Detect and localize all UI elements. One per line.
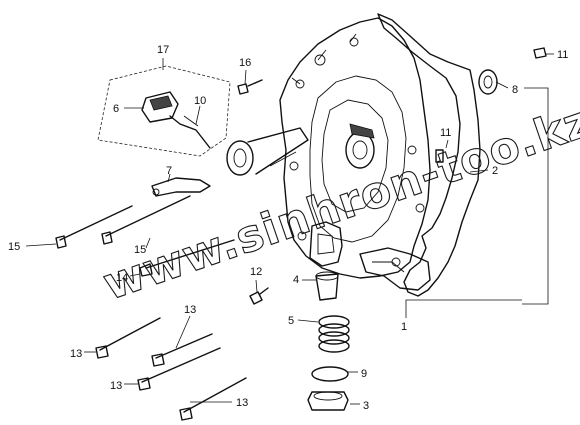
callout-13-a: 13 bbox=[70, 348, 82, 360]
dowel-pin-11 bbox=[435, 149, 444, 163]
callout-2: 2 bbox=[492, 165, 498, 177]
callout-15-b: 15 bbox=[134, 244, 146, 256]
callout-16: 16 bbox=[239, 57, 251, 69]
callout-17: 17 bbox=[157, 44, 169, 56]
oil-seal-tube bbox=[226, 127, 309, 176]
oil-seal-8 bbox=[478, 69, 498, 95]
clamp-7 bbox=[151, 173, 211, 197]
bolts-13 bbox=[84, 315, 247, 421]
leader-lines bbox=[405, 53, 554, 318]
callout-15-a: 15 bbox=[8, 241, 20, 253]
callout-labels: 1 2 3 4 5 6 7 8 9 10 11 11 12 13 13 13 1… bbox=[8, 44, 568, 412]
dipstick-assembly bbox=[97, 58, 231, 157]
bolt-11 bbox=[533, 47, 547, 59]
filter-stack bbox=[297, 271, 360, 411]
callout-12: 12 bbox=[250, 266, 262, 278]
callout-4: 4 bbox=[293, 274, 299, 286]
callout-7: 7 bbox=[166, 165, 172, 177]
callout-11-center: 11 bbox=[440, 127, 451, 139]
long-bolts-15-14 bbox=[25, 195, 235, 277]
callout-9: 9 bbox=[361, 368, 367, 380]
callout-6: 6 bbox=[113, 103, 119, 115]
callout-8: 8 bbox=[512, 84, 518, 96]
callout-13-d: 13 bbox=[236, 397, 248, 409]
callout-13-c: 13 bbox=[110, 380, 122, 392]
callout-1: 1 bbox=[401, 321, 407, 333]
callout-11-top: 11 bbox=[557, 49, 568, 61]
callout-14: 14 bbox=[116, 272, 128, 284]
callout-13-b: 13 bbox=[184, 304, 196, 316]
callout-5: 5 bbox=[288, 315, 294, 327]
callout-3: 3 bbox=[363, 400, 369, 412]
bolt-16 bbox=[237, 69, 263, 95]
bolt-12 bbox=[249, 279, 269, 305]
watermark-text: www.sinhron-too.kz bbox=[97, 95, 580, 310]
callout-10: 10 bbox=[194, 95, 206, 107]
crankcase-cover bbox=[279, 13, 481, 297]
